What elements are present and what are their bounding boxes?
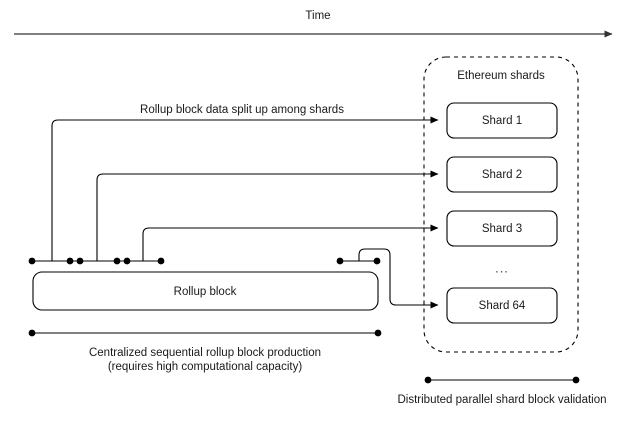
- shard-box-1[interactable]: Shard 1: [446, 102, 558, 139]
- time-axis-label: Time: [305, 10, 330, 22]
- rollup-block-label: Rollup block: [174, 286, 237, 298]
- time-axis-group: Time: [14, 10, 613, 38]
- shard-box-label: Shard 2: [482, 169, 522, 181]
- connector-shard-3: [142, 224, 439, 261]
- connector-shard-2: [96, 170, 439, 261]
- rollup-span-endpoint-dot: [28, 329, 36, 337]
- rollup-tick-dot: [123, 257, 131, 265]
- rollup-tick-dot: [113, 257, 121, 265]
- rollup-tick-dot: [28, 257, 36, 265]
- validation-span-measure: Distributed parallel shard block validat…: [397, 376, 607, 406]
- rollup-block[interactable]: Rollup block: [32, 271, 379, 311]
- shard-box-rect[interactable]: [446, 102, 558, 139]
- ethereum-shards-container: Ethereum shards: [423, 56, 579, 353]
- validation-caption: Distributed parallel shard block validat…: [397, 394, 606, 406]
- rollup-tick-dot: [157, 257, 165, 265]
- shard-box-rect[interactable]: [446, 156, 558, 193]
- rollup-span-measure: Centralized sequential rollup block prod…: [28, 329, 382, 373]
- connector-shard-1: [51, 116, 439, 261]
- rollup-caption-line-1: Centralized sequential rollup block prod…: [89, 347, 321, 359]
- rollup-caption-line-2: (requires high computational capacity): [108, 361, 302, 373]
- shard-box-rect[interactable]: [446, 287, 558, 324]
- rollup-split-label: Rollup block data split up among shards: [140, 104, 344, 116]
- rollup-tick-dot: [336, 257, 344, 265]
- shard-box-rect[interactable]: [446, 210, 558, 247]
- shard-box-2[interactable]: Shard 2: [446, 156, 558, 193]
- rollup-block-rect[interactable]: [32, 271, 379, 311]
- shard-list-ellipsis: ...: [495, 260, 509, 275]
- rollup-tick-timeline: [28, 257, 381, 265]
- rollup-tick-dot: [66, 257, 74, 265]
- rollup-span-endpoint-dot: [374, 329, 382, 337]
- rollup-tick-dot: [76, 257, 84, 265]
- shards-container-title: Ethereum shards: [457, 70, 545, 82]
- validation-span-endpoint-dot: [572, 376, 580, 384]
- connector-shard-64: [358, 248, 439, 309]
- validation-span-endpoint-dot: [424, 376, 432, 384]
- shard-box-label: Shard 64: [479, 300, 526, 312]
- shard-box-64[interactable]: Shard 64: [446, 287, 558, 324]
- rollup-tick-dot: [373, 257, 381, 265]
- shard-box-label: Shard 1: [482, 115, 522, 127]
- shard-box-label: Shard 3: [482, 223, 522, 235]
- shard-box-3[interactable]: Shard 3: [446, 210, 558, 247]
- shards-dashed-border: [423, 56, 579, 353]
